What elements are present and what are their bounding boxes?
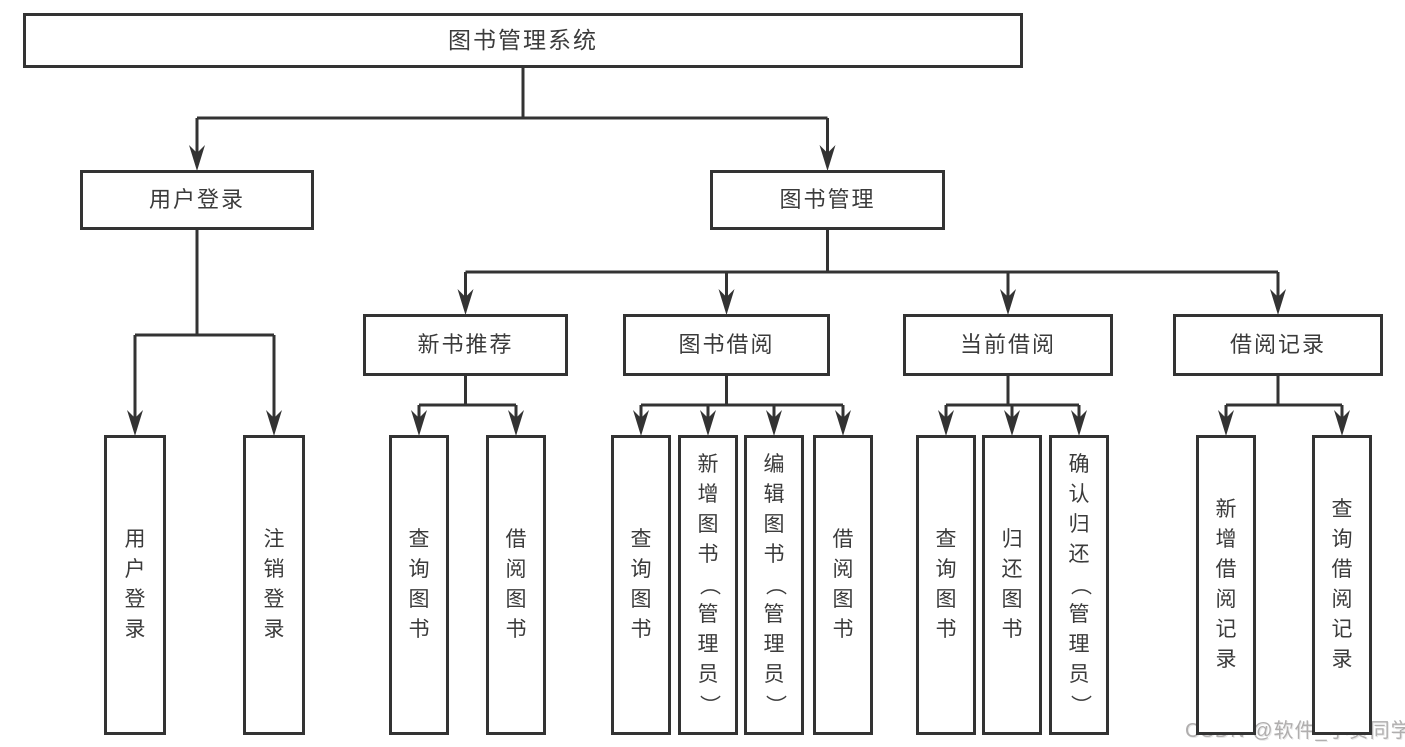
node-label-current-borrow: 当前借阅 (959, 332, 1056, 357)
node-label-br-add: 新增借阅记录 (1215, 498, 1237, 671)
node-new-book-rec: 新书推荐 (363, 314, 568, 376)
node-bb-edit: 编辑图书（管理员） (744, 435, 804, 735)
node-nb-query: 查询图书 (389, 435, 449, 735)
node-label-cb-confirm: 确认归还（管理员） (1068, 453, 1091, 716)
node-label-book-mgmt: 图书管理 (779, 187, 876, 212)
node-label-new-book-rec: 新书推荐 (417, 332, 514, 357)
node-ul-login: 用户登录 (104, 435, 166, 735)
node-label-ul-login: 用户登录 (124, 528, 146, 641)
node-label-bb-edit: 编辑图书（管理员） (763, 453, 786, 716)
node-label-borrow-records: 借阅记录 (1229, 332, 1326, 357)
node-label-nb-query: 查询图书 (408, 528, 430, 641)
node-label-br-query: 查询借阅记录 (1331, 498, 1353, 671)
node-current-borrow: 当前借阅 (903, 314, 1113, 376)
node-label-user-login: 用户登录 (148, 187, 245, 212)
node-label-cb-query: 查询图书 (935, 528, 957, 641)
node-label-cb-return: 归还图书 (1001, 528, 1023, 641)
node-bb-borrow: 借阅图书 (813, 435, 873, 735)
node-book-mgmt: 图书管理 (710, 170, 945, 230)
node-label-bb-borrow: 借阅图书 (832, 528, 854, 641)
node-label-bb-query: 查询图书 (630, 528, 652, 641)
node-cb-query: 查询图书 (916, 435, 976, 735)
node-label-nb-borrow: 借阅图书 (505, 528, 527, 641)
node-root: 图书管理系统 (23, 13, 1023, 68)
node-label-ul-logout: 注销登录 (263, 528, 285, 641)
node-br-add: 新增借阅记录 (1196, 435, 1256, 735)
node-ul-logout: 注销登录 (243, 435, 305, 735)
node-nb-borrow: 借阅图书 (486, 435, 546, 735)
node-cb-confirm: 确认归还（管理员） (1049, 435, 1109, 735)
node-book-borrow: 图书借阅 (623, 314, 830, 376)
node-borrow-records: 借阅记录 (1173, 314, 1383, 376)
node-label-book-borrow: 图书借阅 (678, 332, 775, 357)
node-label-root: 图书管理系统 (448, 27, 598, 53)
node-cb-return: 归还图书 (982, 435, 1042, 735)
node-label-bb-add: 新增图书（管理员） (697, 453, 720, 716)
node-bb-add: 新增图书（管理员） (678, 435, 738, 735)
node-br-query: 查询借阅记录 (1312, 435, 1372, 735)
node-user-login: 用户登录 (80, 170, 314, 230)
node-bb-query: 查询图书 (611, 435, 671, 735)
